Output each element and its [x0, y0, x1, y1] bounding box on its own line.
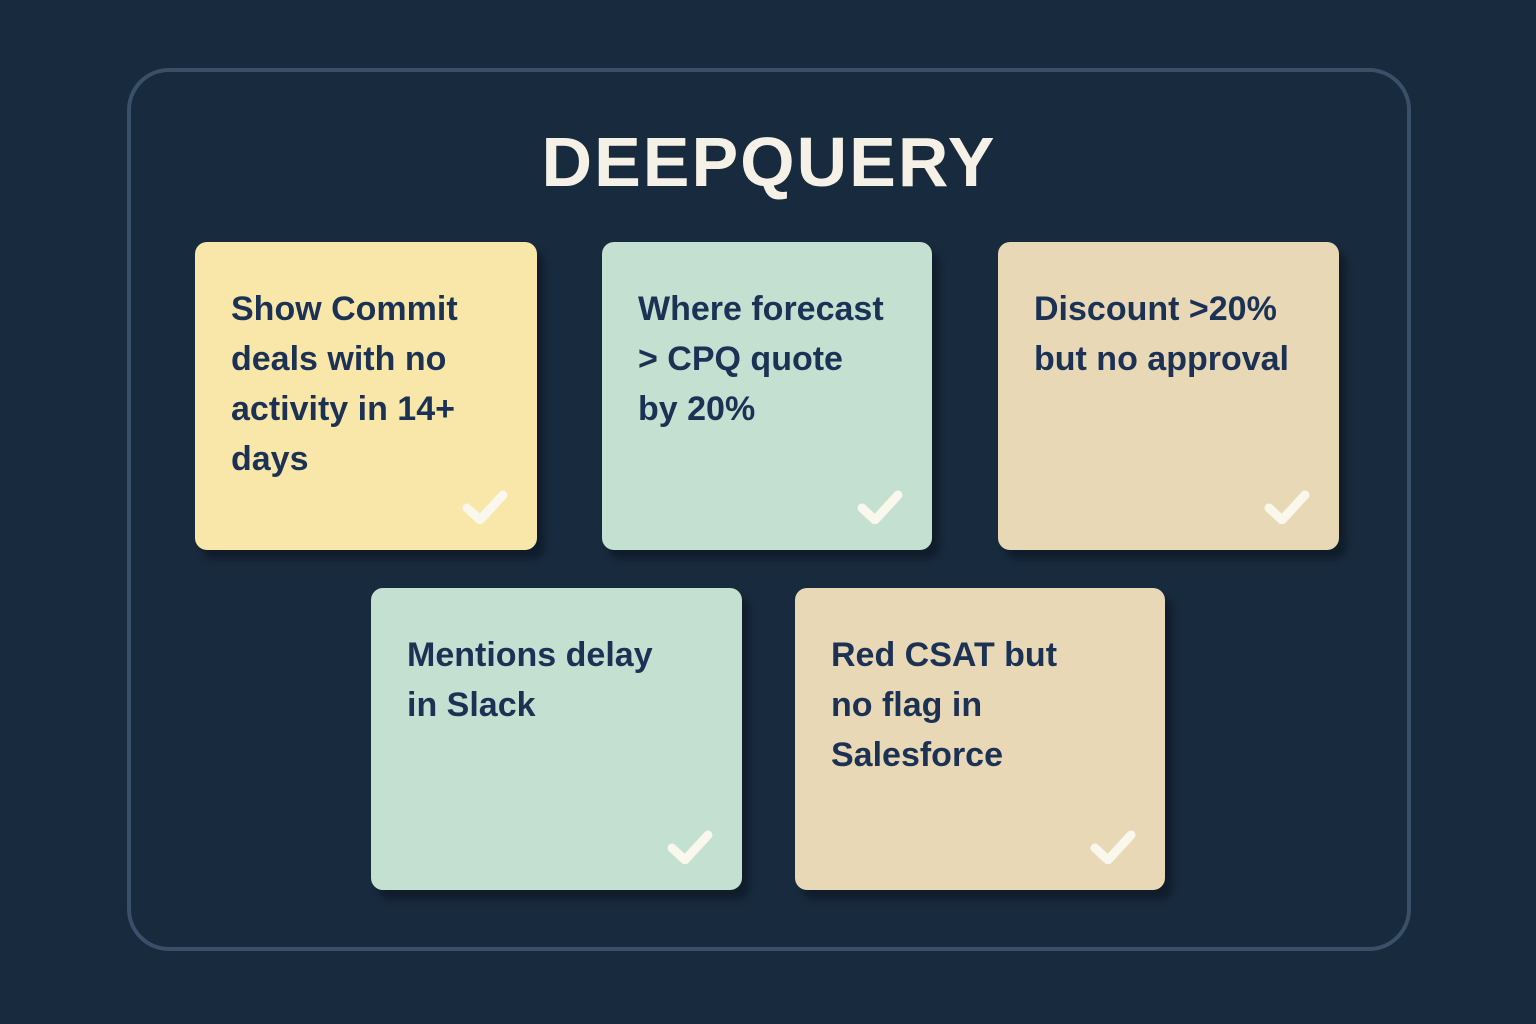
checkmark-icon — [856, 490, 904, 524]
query-card: Red CSAT but no flag in Salesforce — [795, 588, 1165, 890]
query-card: Where forecast > CPQ quote by 20% — [602, 242, 932, 550]
query-card: Mentions delay in Slack — [371, 588, 742, 890]
query-card-text: Red CSAT but no flag in Salesforce — [831, 636, 1058, 774]
checkmark-icon — [1263, 490, 1311, 524]
query-card: Show Commit deals with no activity in 14… — [195, 242, 537, 550]
page-title: DEEPQUERY — [541, 123, 997, 201]
checkmark-icon — [666, 830, 714, 864]
query-card-text: Show Commit deals with no activity in 14… — [231, 290, 458, 478]
query-card-text: Mentions delay in Slack — [407, 636, 653, 724]
checkmark-icon — [1089, 830, 1137, 864]
outer-frame — [127, 68, 1411, 951]
query-card-text: Where forecast > CPQ quote by 20% — [638, 290, 884, 428]
query-card: Discount >20% but no approval — [998, 242, 1339, 550]
checkmark-icon — [461, 490, 509, 524]
query-card-text: Discount >20% but no approval — [1034, 290, 1289, 378]
